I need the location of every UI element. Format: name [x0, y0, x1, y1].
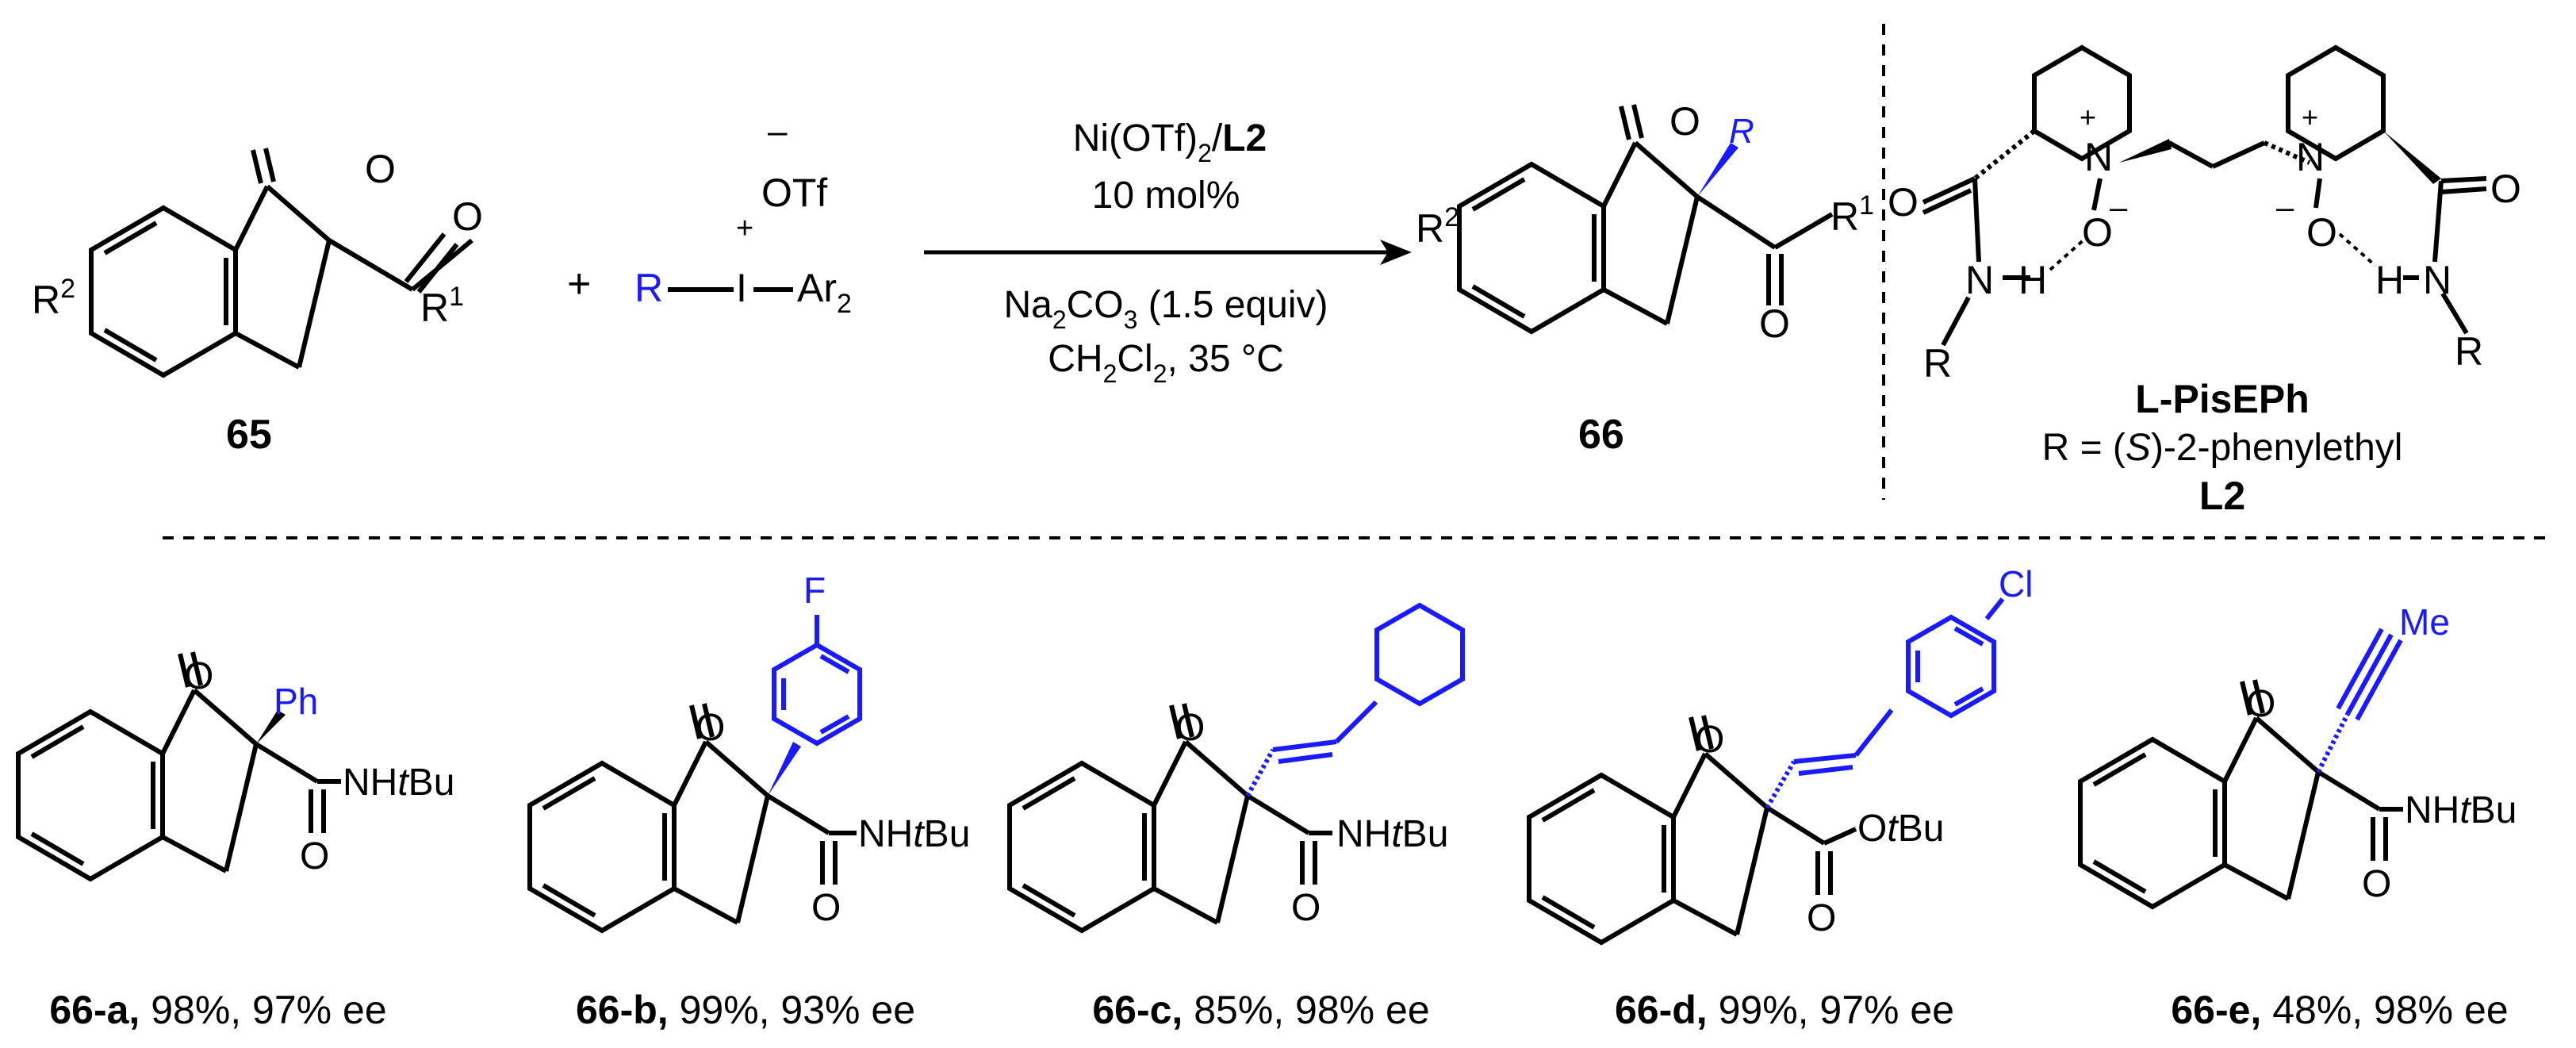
example-66-d: Cl O OtBu O 66-d, 99%, 97% ee	[1529, 563, 2033, 1032]
iodonium-reagent: R I Ar2 + – OTf	[634, 112, 852, 319]
amide-label: NHtBu	[2405, 789, 2517, 831]
caption-66-d: 66-d, 99%, 97% ee	[1615, 988, 1954, 1032]
ester-label: OtBu	[1857, 808, 1944, 850]
o-atom: O	[1759, 301, 1790, 346]
o-atom: O	[1669, 99, 1700, 144]
h-atom: H	[2375, 258, 2404, 302]
n-atom: N	[2084, 135, 2113, 179]
r-label: R	[634, 266, 663, 310]
r-label: R	[1923, 341, 1952, 386]
plus-sign: +	[567, 261, 591, 307]
plus-charge: +	[2080, 101, 2096, 133]
methyl-label: Me	[2399, 601, 2450, 643]
h-atom: H	[2018, 258, 2047, 302]
phenyl-label: Ph	[274, 681, 318, 722]
o-atom: O	[2362, 863, 2391, 905]
catalyst-text: Ni(OTf)2/L2	[1073, 117, 1267, 167]
o-atom: O	[2306, 210, 2337, 255]
o-atom: O	[811, 887, 841, 929]
r1-label: R1	[420, 282, 464, 330]
compound-label-66: 66	[1578, 412, 1624, 458]
amide-label: NHtBu	[858, 813, 970, 855]
ar-label: Ar2	[797, 266, 852, 319]
reaction-arrow	[924, 240, 1412, 265]
chlorine-label: Cl	[1999, 563, 2033, 605]
minus-charge: –	[768, 112, 788, 151]
example-66-c: O NHtBu O 66-c, 85%, 98% ee	[1010, 605, 1462, 1032]
minus-charge: –	[2276, 190, 2294, 225]
base-text: Na2CO3 (1.5 equiv)	[1003, 284, 1328, 334]
caption-66-e: 66-e, 48%, 98% ee	[2171, 988, 2508, 1032]
plus-charge: +	[2302, 101, 2318, 133]
caption-66-b: 66-b, 99%, 93% ee	[576, 988, 915, 1032]
o-atom: O	[452, 194, 483, 239]
solvent-text: CH2Cl2, 35 °C	[1048, 338, 1284, 388]
fluorine-label: F	[803, 570, 826, 611]
o-atom: O	[1807, 897, 1836, 939]
minus-charge: –	[2110, 190, 2128, 225]
n-atom: N	[2423, 258, 2451, 302]
r1-label: R1	[1830, 190, 1874, 239]
o-atom: O	[365, 147, 396, 191]
ligand-definition: R = (S)-2-phenylethyl	[2042, 427, 2403, 469]
catalyst-loading: 10 mol%	[1092, 175, 1240, 217]
o-atom: O	[2246, 683, 2275, 725]
r2-label: R2	[32, 274, 75, 322]
example-66-e: Me O NHtBu O 66-e, 48%, 98% ee	[2080, 601, 2517, 1032]
n-atom: N	[1965, 258, 1994, 302]
n-atom: N	[2296, 135, 2325, 179]
amide-label: NHtBu	[343, 762, 454, 804]
r2-label: R2	[1416, 202, 1459, 251]
product-66: O R R1 O R2 66	[1416, 99, 1874, 458]
plus-charge: +	[736, 212, 753, 245]
caption-66-a: 66-a, 98%, 97% ee	[49, 988, 386, 1032]
o-atom: O	[2082, 210, 2113, 255]
substrate-65: O O R1 R2 65	[32, 147, 483, 458]
compound-label-65: 65	[226, 412, 272, 458]
r-label: R	[1729, 112, 1754, 151]
o-atom: O	[696, 707, 725, 749]
caption-66-c: 66-c, 85%, 98% ee	[1092, 988, 1429, 1032]
ligand-name: L-PisEPh	[2135, 377, 2309, 421]
amide-label: NHtBu	[1336, 813, 1448, 855]
o-atom: O	[2490, 167, 2521, 211]
o-atom: O	[184, 655, 213, 697]
o-atom: O	[1695, 719, 1724, 761]
ligand-code: L2	[2199, 474, 2245, 518]
iodine-atom: I	[736, 266, 747, 310]
ligand-structure: N + O – O N H R N + O – O N H R L-PisEPh…	[1888, 48, 2521, 518]
o-atom: O	[300, 835, 329, 877]
o-atom: O	[1888, 180, 1919, 225]
r-label: R	[2455, 329, 2483, 374]
example-66-b: F O NHtBu O 66-b, 99%, 93% ee	[530, 570, 970, 1032]
example-66-a: O Ph NHtBu O 66-a, 98%, 97% ee	[18, 652, 454, 1032]
triflate-label: OTf	[761, 171, 827, 215]
reaction-conditions: Ni(OTf)2/L2 10 mol% Na2CO3 (1.5 equiv) C…	[1003, 117, 1328, 388]
o-atom: O	[1175, 707, 1205, 749]
o-atom: O	[1291, 887, 1321, 929]
